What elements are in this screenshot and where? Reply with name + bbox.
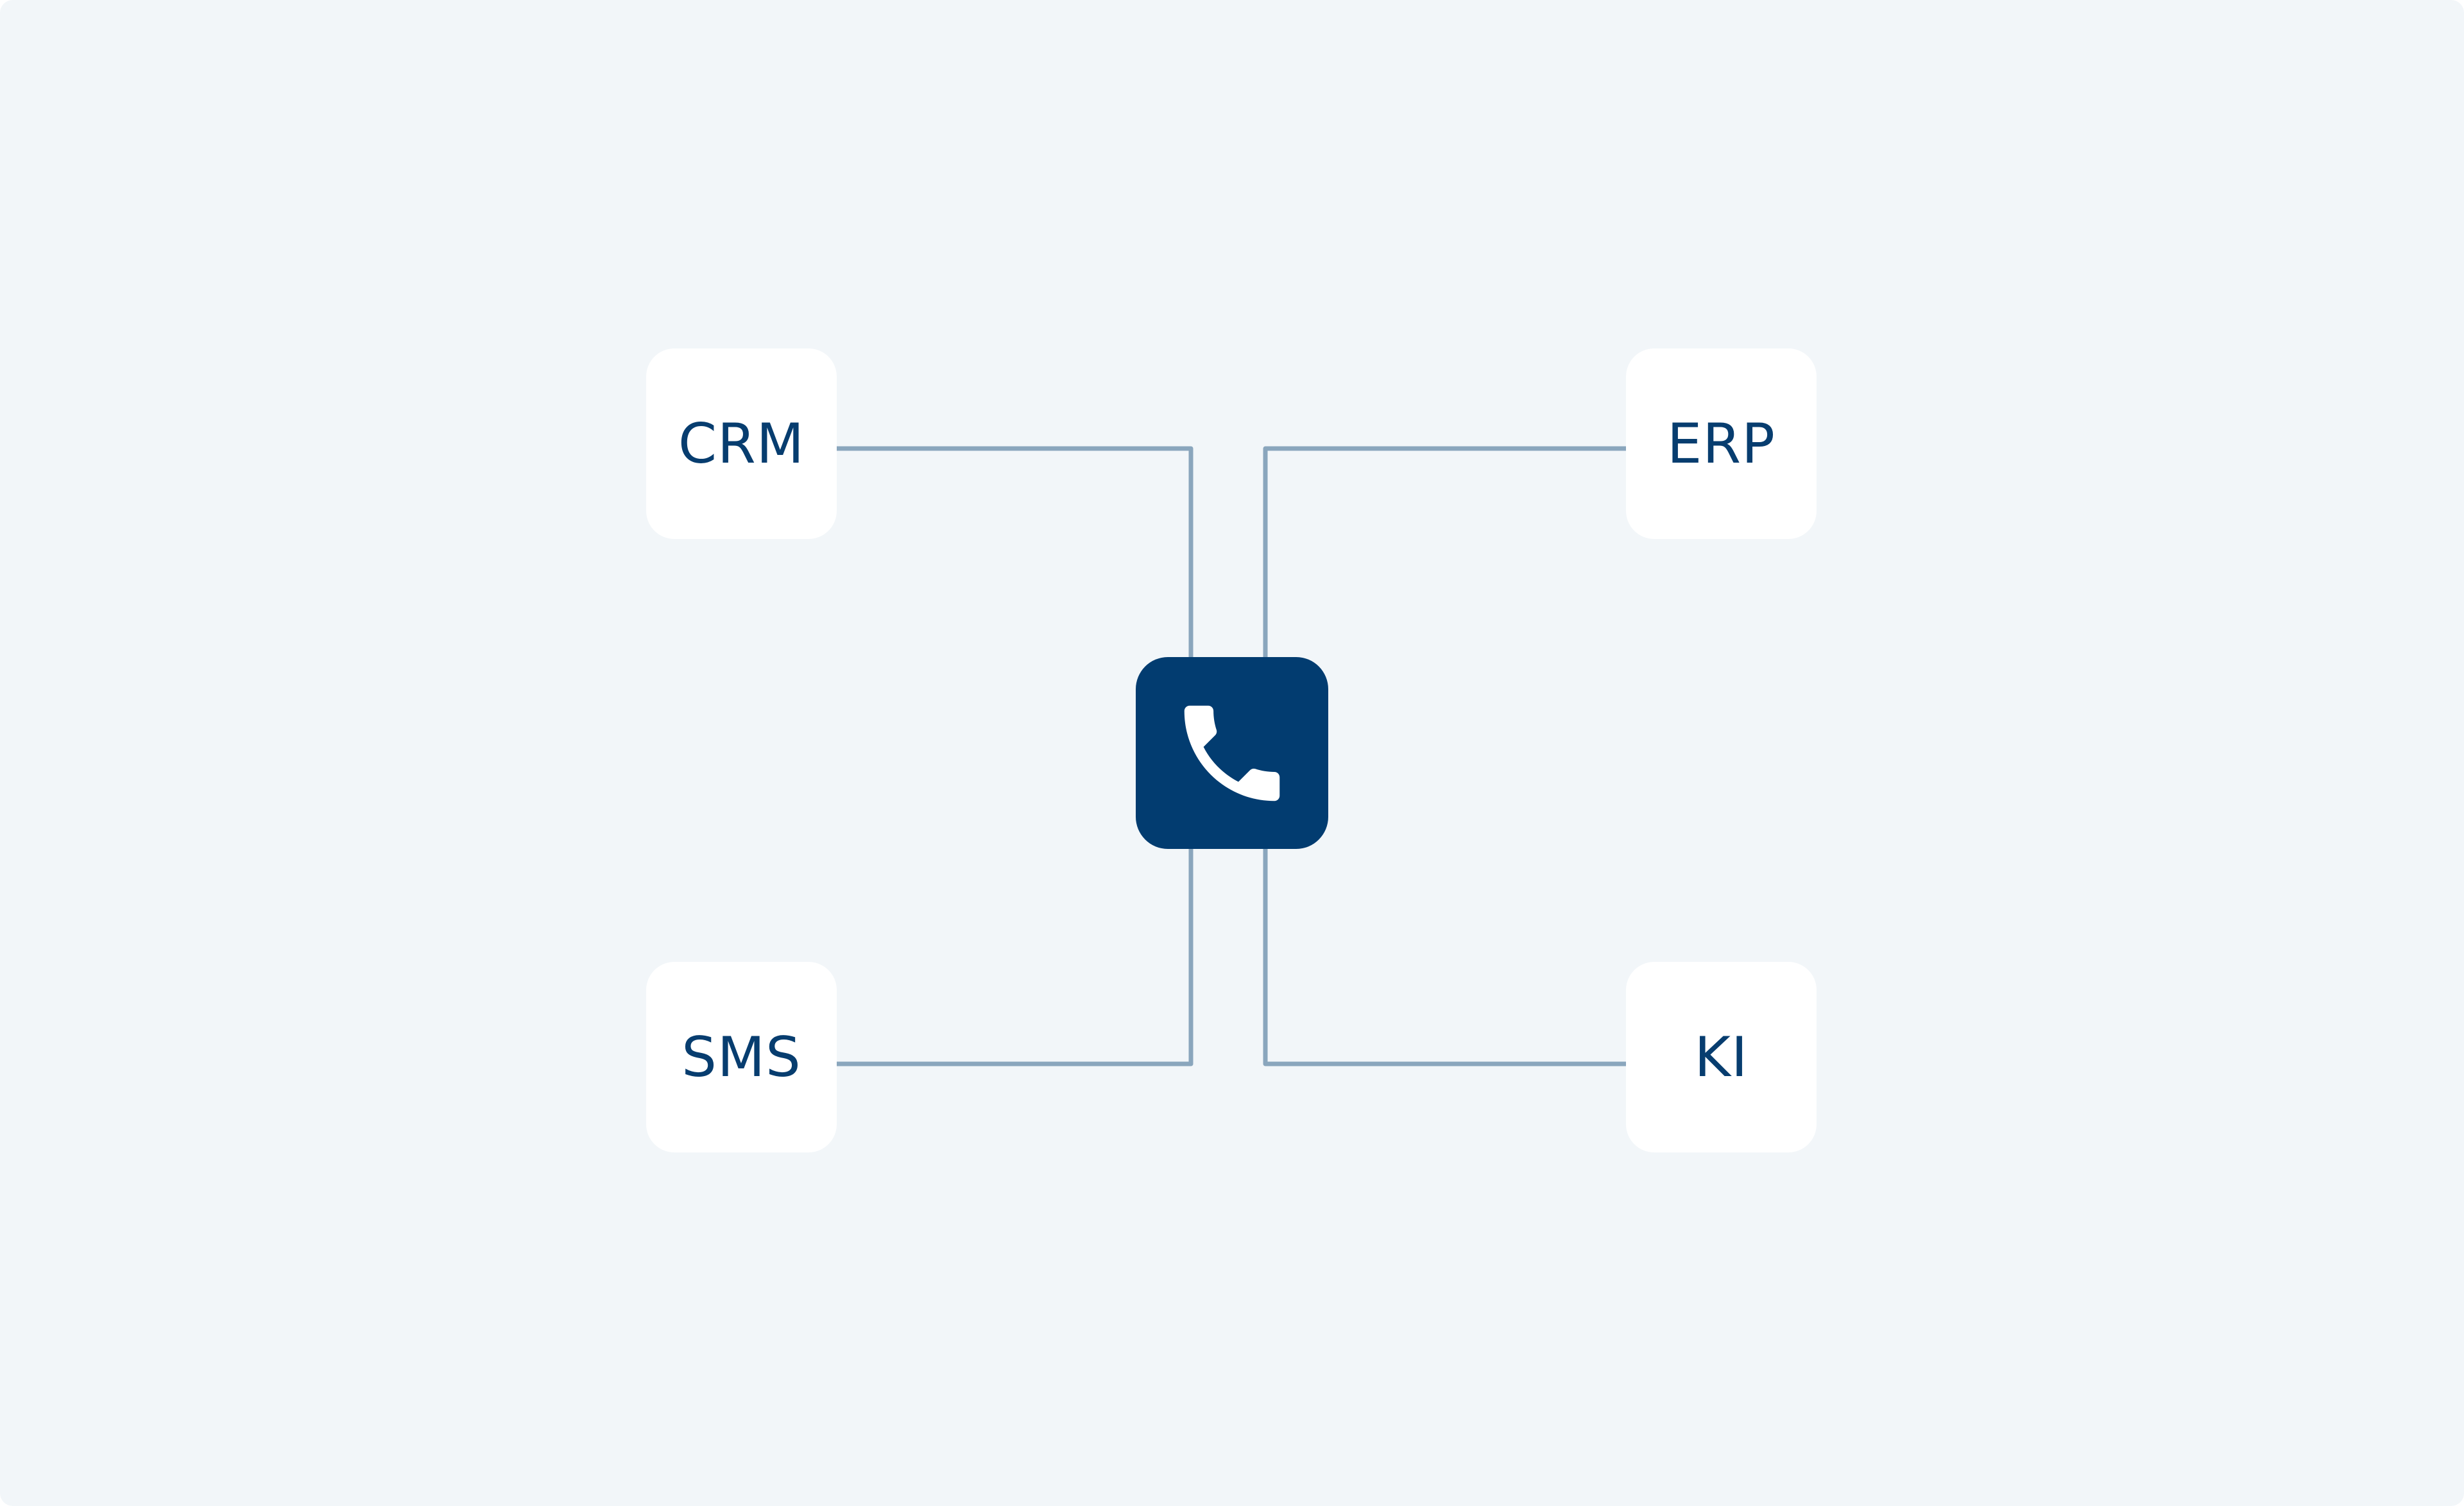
connector-ki-hub <box>1263 849 1626 1066</box>
node-sms-label: SMS <box>681 1025 801 1090</box>
phone-icon <box>1184 705 1280 801</box>
connector-sms-hub <box>837 849 1194 1066</box>
connector-erp-hub <box>1263 446 1626 657</box>
connector-crm-hub <box>837 446 1194 657</box>
telephony-hub <box>1136 657 1328 849</box>
node-sms: SMS <box>646 962 837 1152</box>
node-erp: ERP <box>1626 348 1817 539</box>
node-ki-label: KI <box>1694 1025 1749 1090</box>
node-erp-label: ERP <box>1667 411 1775 476</box>
node-crm: CRM <box>646 348 837 539</box>
node-crm-label: CRM <box>678 411 805 476</box>
node-ki: KI <box>1626 962 1817 1152</box>
